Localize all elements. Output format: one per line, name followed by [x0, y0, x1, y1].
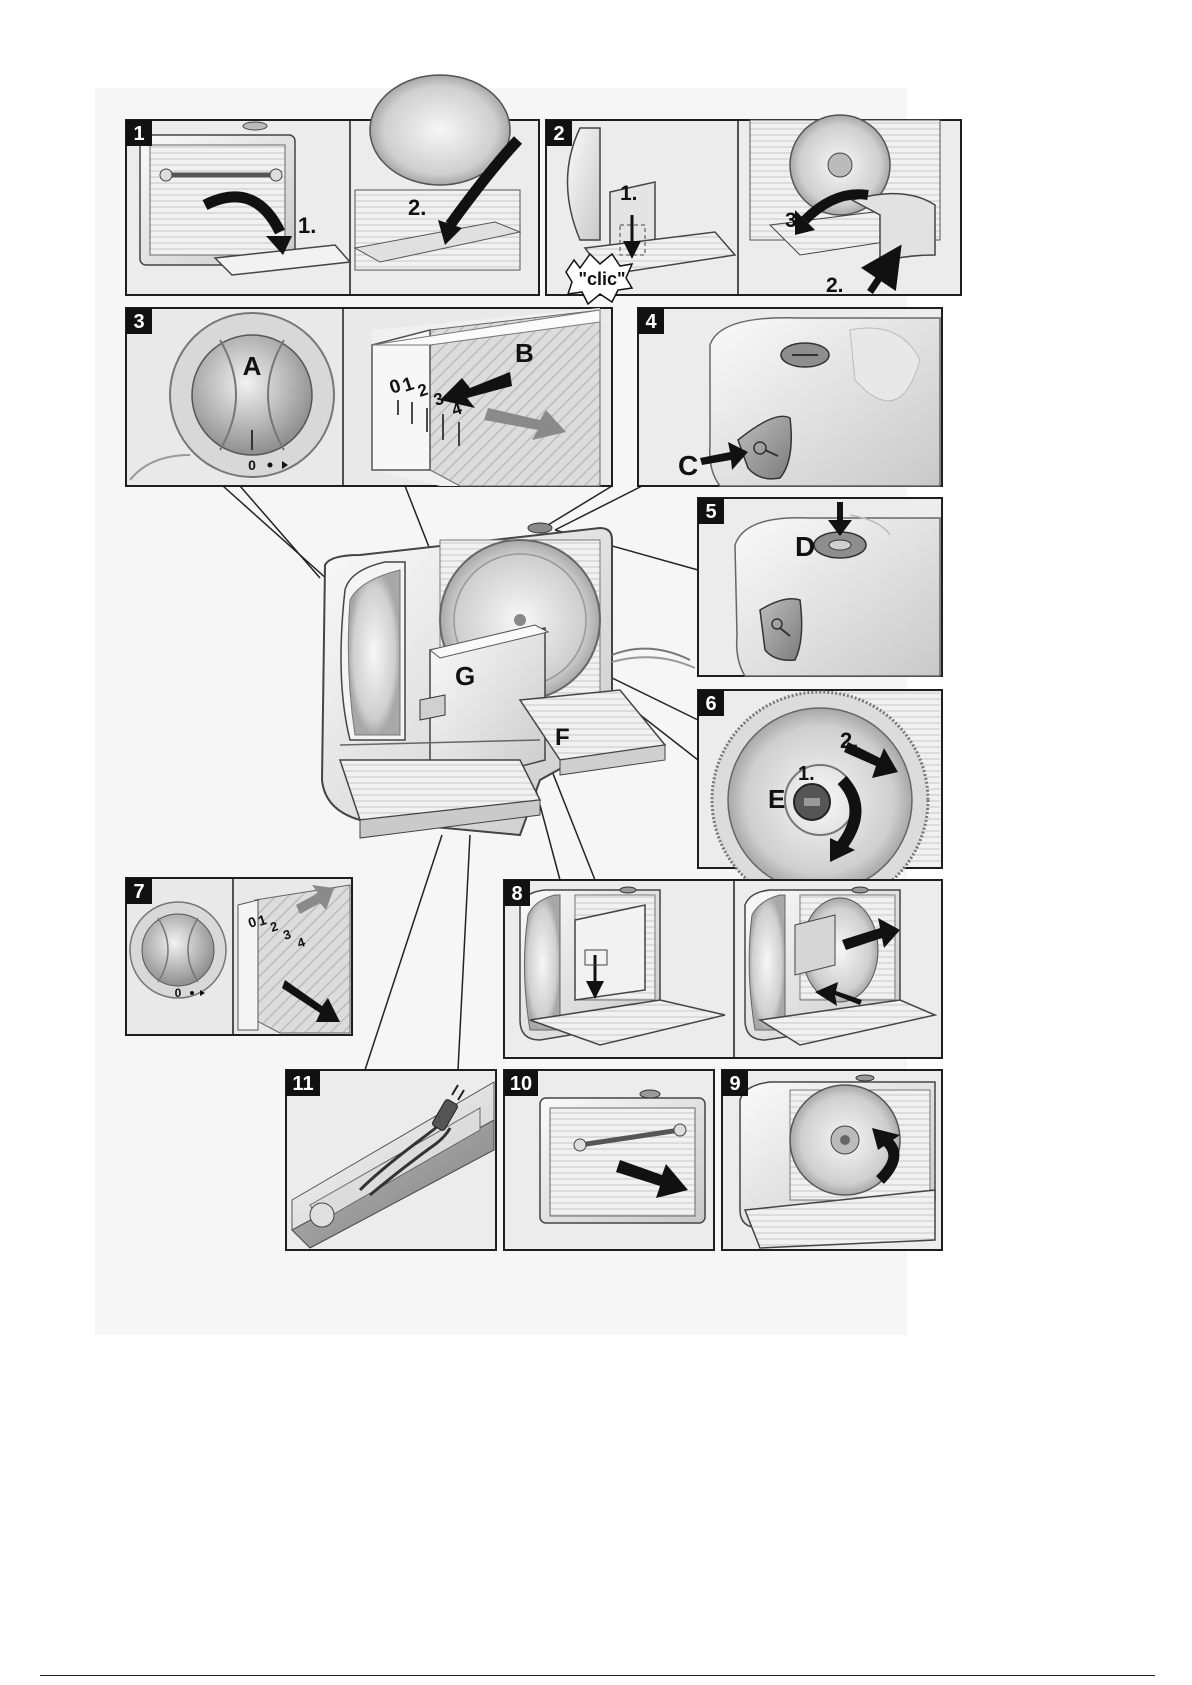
panel-8: 8: [504, 880, 942, 1058]
panel-7-knob-zero: 0: [175, 986, 182, 1000]
panel-3-label-a: A: [243, 351, 262, 381]
panel-2-step-2: 2.: [826, 274, 844, 297]
panel-10-number: 10: [510, 1073, 532, 1095]
panel-6-step-1: 1.: [798, 763, 815, 785]
panel-9: 9: [722, 1070, 942, 1250]
panel-11-number: 11: [292, 1073, 313, 1095]
panel-2-click-label: "clic": [578, 269, 625, 289]
panel-2-step-3: 3.: [785, 209, 803, 232]
panel-3-number: 3: [133, 311, 144, 333]
panel-4: C 4: [638, 308, 942, 486]
panel-4-number: 4: [645, 311, 657, 333]
panel-6-number: 6: [705, 693, 716, 715]
panel-4-label-c: C: [678, 450, 698, 481]
panel-3-label-b: B: [515, 338, 534, 368]
panel-2-step-1: 1.: [620, 182, 638, 205]
panel-5: D 5: [698, 498, 942, 676]
page-footer-rule: [40, 1675, 1155, 1676]
panel-6-label-e: E: [768, 784, 785, 814]
panel-1-step-1: 1.: [298, 213, 316, 238]
panel-3: A 0 0 1 2 3 4 B 3: [126, 308, 612, 486]
panel-5-label-d: D: [795, 531, 815, 562]
main-label-f: F: [555, 724, 570, 751]
panel-9-number: 9: [729, 1073, 740, 1095]
panel-2-number: 2: [553, 123, 564, 145]
panel-3-knob-zero: 0: [248, 457, 256, 473]
panel-7: 0 0 1 2 3 4 7: [126, 878, 352, 1035]
main-label-g: G: [455, 661, 475, 691]
panel-2: 1. "clic" 3. 2. 2: [546, 115, 961, 304]
panel-10: 10: [504, 1070, 714, 1250]
panel-5-number: 5: [705, 501, 716, 523]
panel-1-number: 1: [133, 123, 144, 145]
panel-8-number: 8: [511, 883, 522, 905]
panel-6-step-2: 2.: [840, 728, 858, 753]
panel-7-number: 7: [133, 881, 144, 903]
panel-11: 11: [286, 1070, 496, 1250]
panel-1-step-2: 2.: [408, 195, 426, 220]
